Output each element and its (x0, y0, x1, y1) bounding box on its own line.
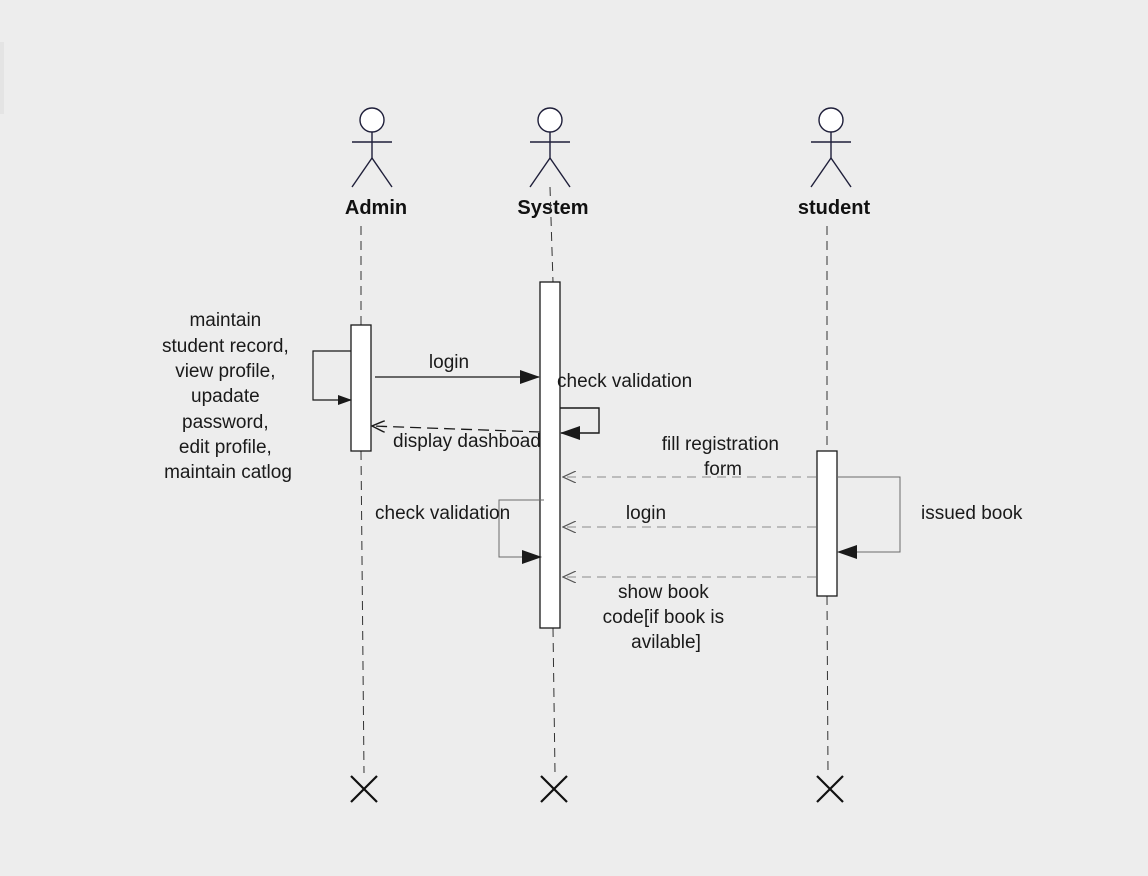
activation-system[interactable] (539, 281, 561, 629)
message-admin-self-label: maintain student record, view profile, u… (162, 310, 294, 483)
message-display-dashboard[interactable]: display dashboad (372, 426, 541, 452)
message-login-student[interactable]: login (563, 503, 816, 527)
destroy-system-icon (540, 775, 568, 803)
message-display-dashboard-label: display dashboad (393, 431, 541, 452)
destroy-student-icon (816, 775, 844, 803)
corner-tab (0, 42, 4, 114)
message-check-validation-system-label: check validation (557, 371, 692, 392)
actor-admin-label: Admin (345, 197, 407, 219)
message-fill-registration[interactable]: fill registration form (563, 434, 816, 480)
actor-student-label: student (798, 197, 871, 219)
activation-student[interactable] (816, 450, 838, 597)
lifelines (360, 186, 829, 774)
message-show-book-code-label: show book code[if book is avilable] (603, 582, 730, 653)
message-check-validation-system[interactable]: check validation (557, 371, 692, 440)
lifeline-student (826, 226, 829, 774)
actor-system-label: System (517, 197, 588, 219)
actor-admin-figure-icon (351, 107, 393, 188)
actor-system-figure-icon (529, 107, 571, 188)
actor-student-figure-icon (810, 107, 852, 188)
message-check-validation-left-label: check validation (375, 503, 510, 524)
message-login-admin-label: login (429, 352, 469, 373)
actor-system: System (517, 107, 589, 219)
message-login-student-label: login (626, 503, 666, 524)
lifeline-system (549, 186, 556, 774)
destroy-markers (350, 775, 844, 803)
message-login-admin[interactable]: login (375, 352, 540, 384)
actor-admin: Admin (345, 107, 407, 219)
actor-student: student (798, 107, 871, 219)
destroy-admin-icon (350, 775, 378, 803)
message-issued-book[interactable]: issued book (837, 476, 1023, 559)
activation-admin[interactable] (350, 324, 372, 452)
message-show-book-code[interactable]: show book code[if book is avilable] (563, 577, 816, 653)
lifeline-admin (360, 226, 365, 774)
message-admin-self[interactable]: maintain student record, view profile, u… (162, 310, 352, 483)
message-check-validation-left[interactable]: check validation (375, 499, 544, 564)
message-fill-registration-label: fill registration form (662, 434, 785, 480)
message-issued-book-label: issued book (921, 503, 1023, 524)
